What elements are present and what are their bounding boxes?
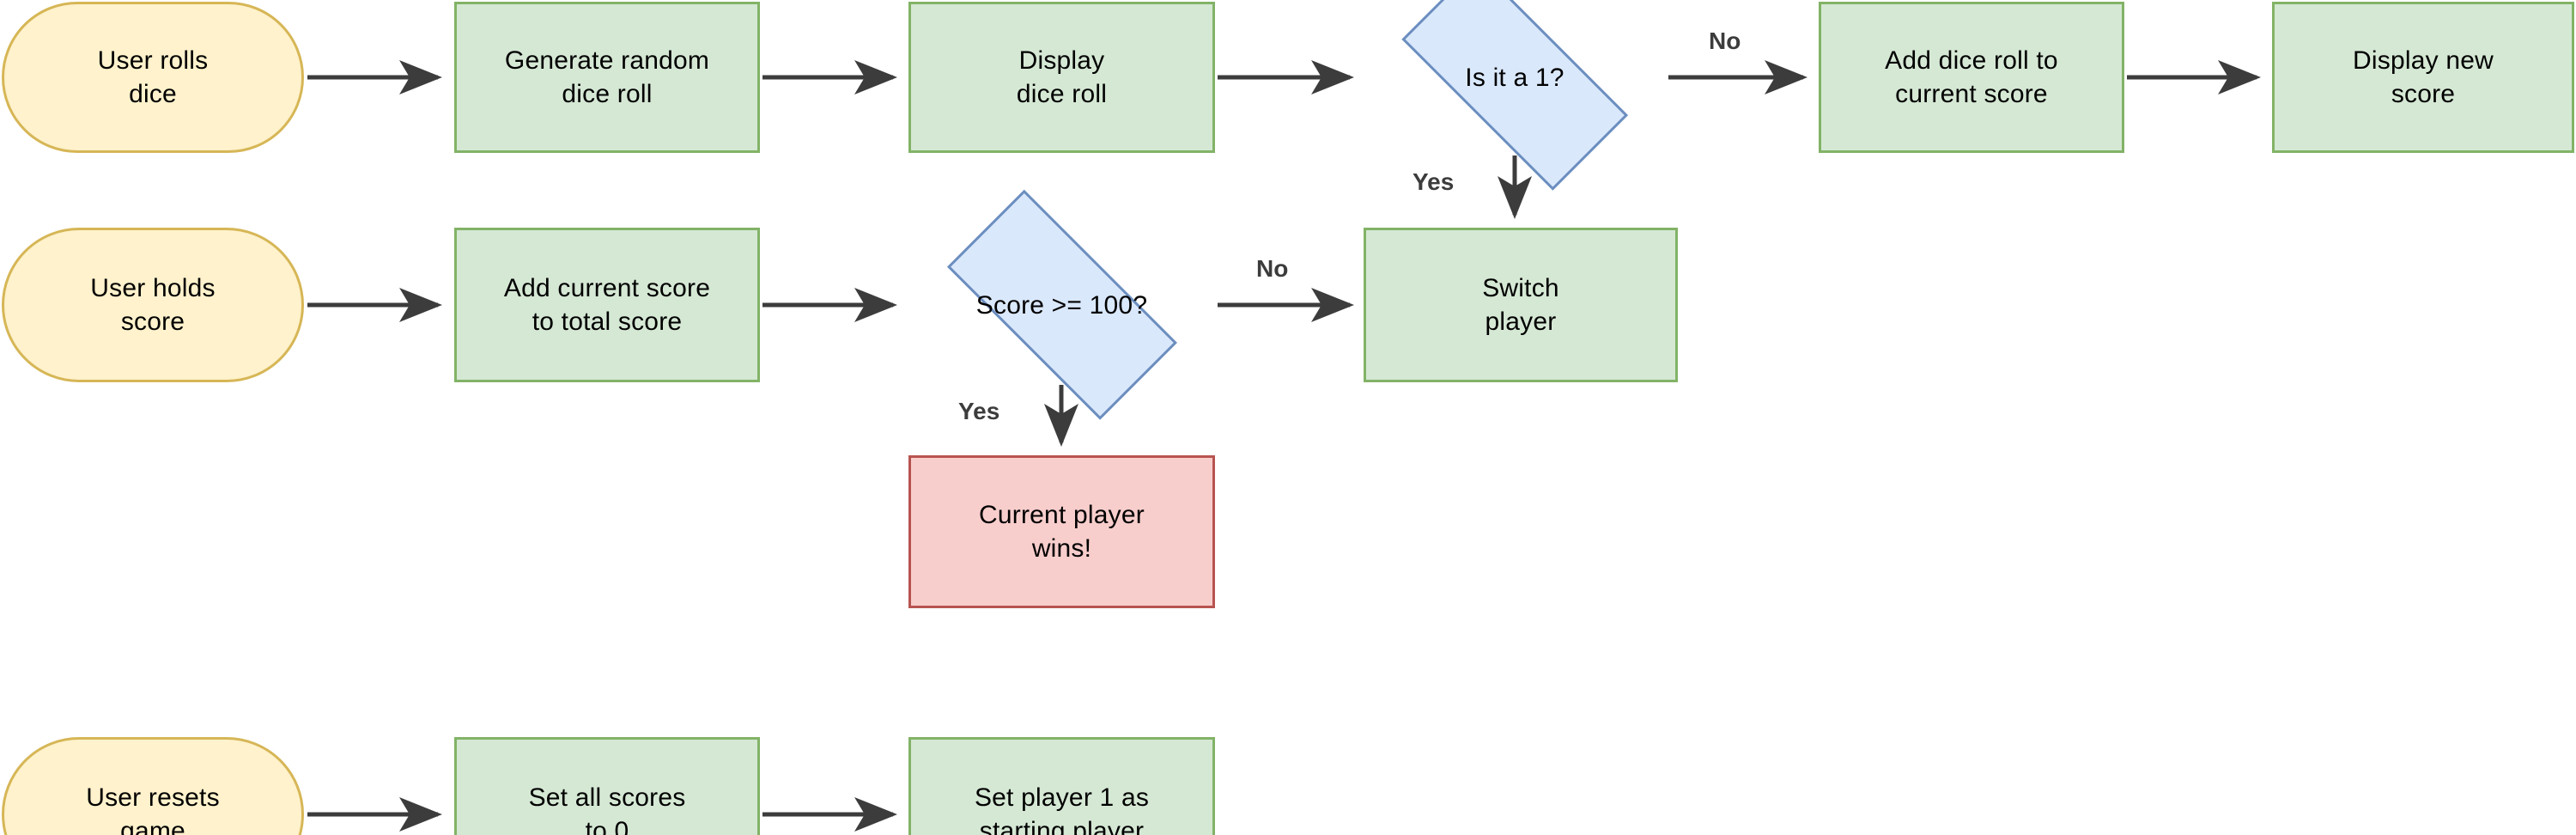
edge-label-yes-2: Yes: [958, 398, 1000, 424]
edge-paths: [307, 60, 2261, 832]
edge-label-no-2: No: [1256, 255, 1289, 282]
node-label: Is it a 1?: [1465, 63, 1564, 92]
decision-diamond-shape: [1401, 0, 1628, 191]
edge-label-yes-1: Yes: [1413, 168, 1455, 195]
node-score-gte-100[interactable]: Score >= 100?: [908, 189, 1215, 421]
edge-label-no-1: No: [1709, 27, 1741, 54]
node-label: Score >= 100?: [975, 290, 1148, 320]
node-is-it-a-1[interactable]: Is it a 1?: [1364, 0, 1666, 191]
